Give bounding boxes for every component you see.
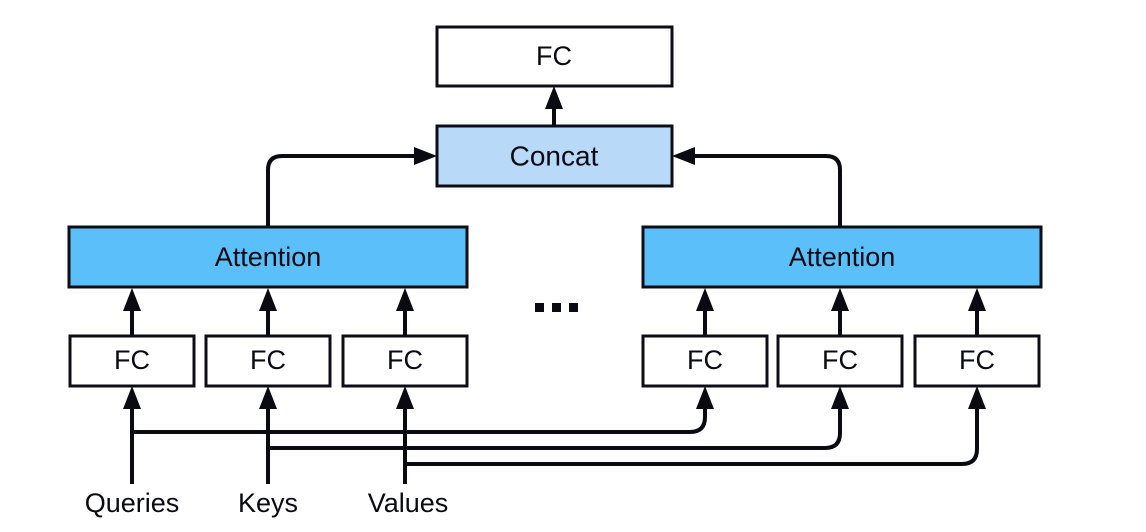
head-right-fc-values-box[interactable]: FC [913, 334, 1041, 388]
output-fc-box[interactable]: FC [435, 25, 674, 88]
attention-right-box[interactable]: Attention [641, 225, 1043, 289]
attention-right-label: Attention [789, 242, 896, 272]
connector-values-to-left-fc [396, 386, 414, 484]
connector-keys-to-left-fc [259, 386, 277, 484]
head-left-fc-queries-box[interactable]: FC [68, 334, 196, 388]
head-right-fc-keys-label: FC [822, 345, 858, 375]
ellipsis-icon [535, 303, 578, 312]
head-right-fc-queries-box[interactable]: FC [641, 334, 769, 388]
attention-left-box[interactable]: Attention [67, 225, 469, 289]
head-left-fc-values-label: FC [387, 345, 423, 375]
connector-queries-to-left-fc [123, 386, 141, 484]
connector-left-attention-to-concat [266, 147, 437, 227]
rail-values-to-right-head [405, 386, 986, 466]
output-fc-label: FC [536, 41, 572, 71]
head-right-fc-queries-label: FC [687, 345, 723, 375]
concat-box[interactable]: Concat [435, 124, 674, 188]
head-right-fc-keys-box[interactable]: FC [776, 334, 904, 388]
rail-queries-to-right-head [132, 386, 714, 434]
attention-left-label: Attention [215, 242, 322, 272]
rail-keys-to-right-head [268, 386, 849, 450]
connector-right-attention-to-concat [672, 147, 842, 227]
head-left-fc-values-box[interactable]: FC [341, 334, 469, 388]
input-label-queries: Queries [85, 488, 180, 518]
head-left-fc-keys-box[interactable]: FC [204, 334, 332, 388]
head-left-fc-keys-label: FC [250, 345, 286, 375]
input-label-keys: Keys [238, 488, 298, 518]
connector-concat-to-output-fc [545, 86, 563, 126]
head-left-fc-queries-label: FC [114, 345, 150, 375]
input-label-values: Values [368, 488, 449, 518]
concat-label: Concat [510, 140, 599, 171]
head-right-fc-values-label: FC [959, 345, 995, 375]
